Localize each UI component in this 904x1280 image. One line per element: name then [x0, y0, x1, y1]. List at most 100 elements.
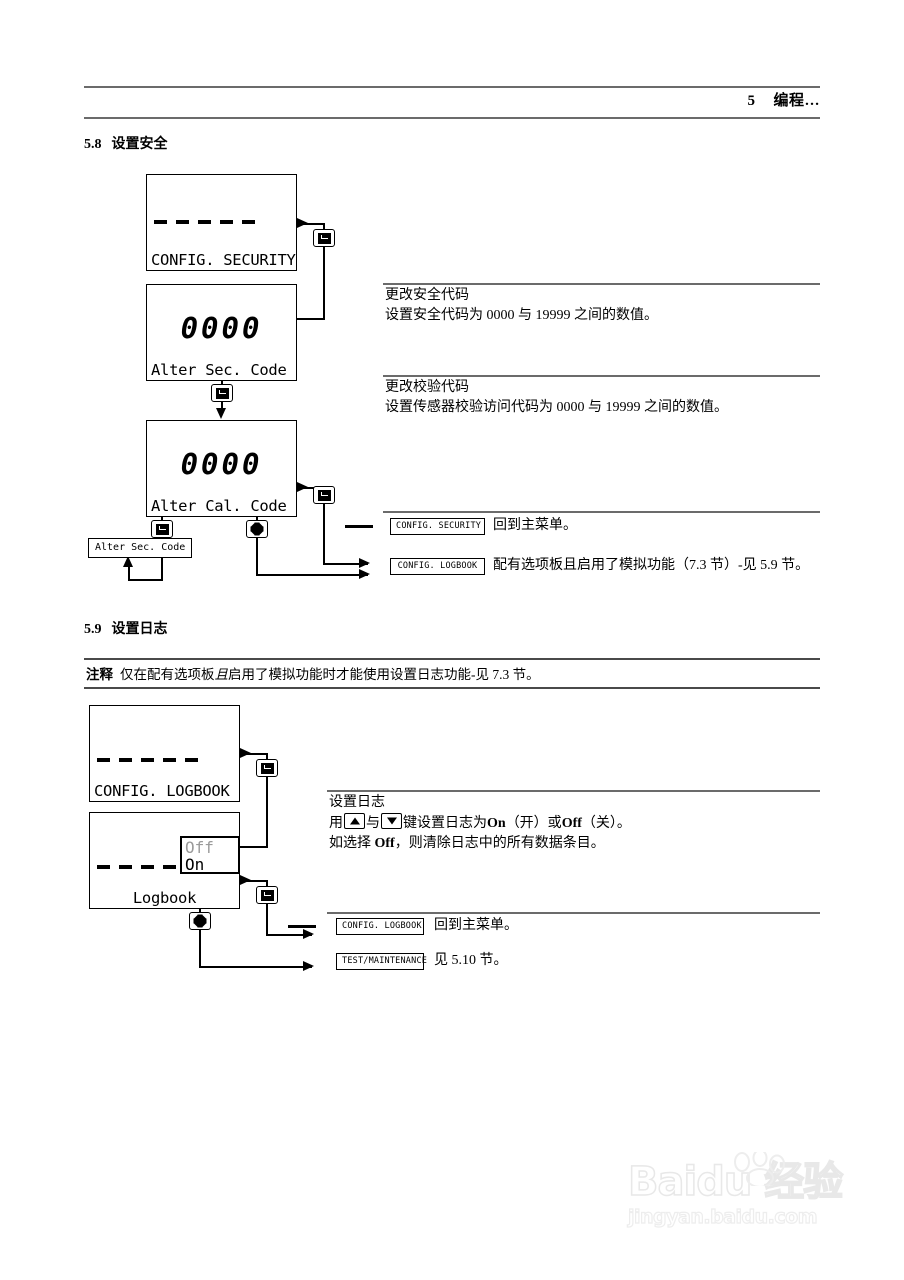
arrow-right [359, 558, 370, 568]
enter-glyph [317, 489, 331, 501]
description-title: 更改校验代码 [385, 380, 469, 395]
connector-line [199, 930, 201, 968]
lcd-dashes [154, 220, 289, 224]
connector-line [323, 247, 325, 320]
connector-line [199, 966, 312, 968]
description-title: 更改安全代码 [385, 288, 469, 303]
exit-text-test-maintenance: 见 5.10 节。 [434, 953, 508, 968]
lcd-dashes [97, 758, 232, 762]
arrow-down [216, 408, 226, 419]
description-title: 设置日志 [329, 795, 385, 810]
enter-key-icon[interactable] [256, 759, 278, 777]
desc-rule [327, 912, 820, 914]
description-line-1: 用与键设置日志为On（开）或Off（关）。 [329, 813, 820, 834]
header-chapter-title: 编程… [773, 93, 820, 109]
lcd-caption: Alter Sec. Code [151, 361, 287, 379]
connector-line [256, 574, 368, 576]
connector-line [199, 909, 201, 913]
enter-glyph [155, 523, 169, 535]
desc-rule [383, 375, 820, 377]
connector-line [297, 223, 325, 225]
enter-key-icon[interactable] [313, 486, 335, 504]
watermark: Baidu 经验 jingyan.baidu.com [627, 1152, 878, 1240]
desc-rule [383, 511, 820, 513]
text-on: On [487, 816, 506, 831]
exit-chip-config-security: CONFIG. SECURITY [390, 518, 485, 535]
section-title-5-8: 设置安全 [111, 137, 168, 152]
exit-text-config-logbook-2: 回到主菜单。 [434, 918, 518, 933]
arrow-right [297, 482, 308, 492]
section-number-5-8: 5.8 [84, 137, 102, 152]
note-label: 注释 [86, 667, 113, 682]
exit-dash-marker [288, 925, 316, 928]
header-chapter-number: 5 [747, 93, 756, 109]
note-text-before: 仅在配有选项板 [120, 667, 215, 682]
dropdown-option-on[interactable]: On [185, 855, 205, 874]
lcd-panel-alter-sec-code: 0000 Alter Sec. Code [146, 284, 297, 381]
note-emphasis: 且 [214, 667, 229, 682]
desc-rule [327, 790, 820, 792]
lcd-value: 0000 [180, 447, 263, 481]
connector-line [266, 777, 268, 848]
up-arrow-key-icon [344, 813, 365, 829]
lcd-panel-alter-cal-code: 0000 Alter Cal. Code [146, 420, 297, 517]
watermark-main: Baidu 经验 [627, 1159, 844, 1205]
enter-glyph [260, 889, 274, 901]
connector-line [297, 487, 325, 489]
connector-line [128, 562, 130, 580]
connector-line [128, 579, 163, 581]
description-body: 设置传感器校验访问代码为 0000 与 19999 之间的数值。 [385, 400, 728, 415]
star-glyph [250, 522, 264, 536]
arrow-up [123, 556, 133, 567]
description-body: 设置安全代码为 0000 与 19999 之间的数值。 [385, 308, 658, 323]
enter-key-icon[interactable] [313, 229, 335, 247]
lcd-caption: CONFIG. LOGBOOK [94, 782, 230, 800]
star-glyph [193, 914, 207, 928]
enter-key-icon[interactable] [256, 886, 278, 904]
text-frag: 与 [366, 816, 380, 831]
down-arrow-key-icon [381, 813, 402, 829]
lcd-panel-config-logbook: CONFIG. LOGBOOK [89, 705, 240, 802]
connector-line [240, 753, 268, 755]
section-number-5-9: 5.9 [84, 622, 102, 637]
text-frag: （关）。 [581, 816, 631, 831]
enter-glyph [260, 762, 274, 774]
text-off: Off [374, 836, 395, 851]
text-frag: 用 [329, 816, 343, 831]
dropdown-option-off[interactable]: Off [185, 838, 214, 857]
connector-line [266, 934, 312, 936]
note-box: 注释仅在配有选项板且启用了模拟功能时才能使用设置日志功能-见 7.3 节。 [84, 658, 820, 689]
section-heading-5-9: 5.9 设置日志 [84, 618, 168, 638]
paw-print-icon [734, 1152, 785, 1186]
desc-rule [383, 283, 820, 285]
text-off: Off [561, 816, 582, 831]
star-key-icon[interactable] [246, 520, 268, 538]
arrow-right [297, 218, 308, 228]
page-header: 5 编程… [747, 89, 820, 110]
star-key-icon[interactable] [189, 912, 211, 930]
connector-line [221, 402, 223, 411]
section-title-5-9: 设置日志 [111, 622, 168, 637]
arrow-right [303, 929, 314, 939]
lcd-value: 0000 [180, 311, 263, 345]
connector-line [240, 880, 268, 882]
note-text-after: 启用了模拟功能时才能使用设置日志功能-见 7.3 节。 [228, 667, 540, 682]
connector-line [256, 517, 258, 521]
description-set-logbook: 设置日志 用与键设置日志为On（开）或Off（关）。 如选择 Off，则清除日志… [329, 793, 820, 854]
arrow-right [240, 748, 251, 758]
connector-line [240, 846, 268, 848]
lcd-caption: Alter Cal. Code [151, 497, 287, 515]
text-frag: ，则清除日志中的所有数据条目。 [394, 836, 605, 851]
exit-chip-config-logbook: CONFIG. LOGBOOK [390, 558, 485, 575]
enter-key-icon[interactable] [211, 384, 233, 402]
connector-line [323, 504, 325, 565]
header-rule-top [84, 86, 820, 88]
description-change-cal-code: 更改校验代码 设置传感器校验访问代码为 0000 与 19999 之间的数值。 [385, 378, 820, 418]
exit-text-config-security: 回到主菜单。 [493, 518, 577, 533]
connector-line [266, 904, 268, 936]
logbook-value-dropdown[interactable]: Off On [180, 836, 240, 874]
connector-line [256, 538, 258, 576]
connector-line [297, 318, 325, 320]
enter-key-icon[interactable] [151, 520, 173, 538]
